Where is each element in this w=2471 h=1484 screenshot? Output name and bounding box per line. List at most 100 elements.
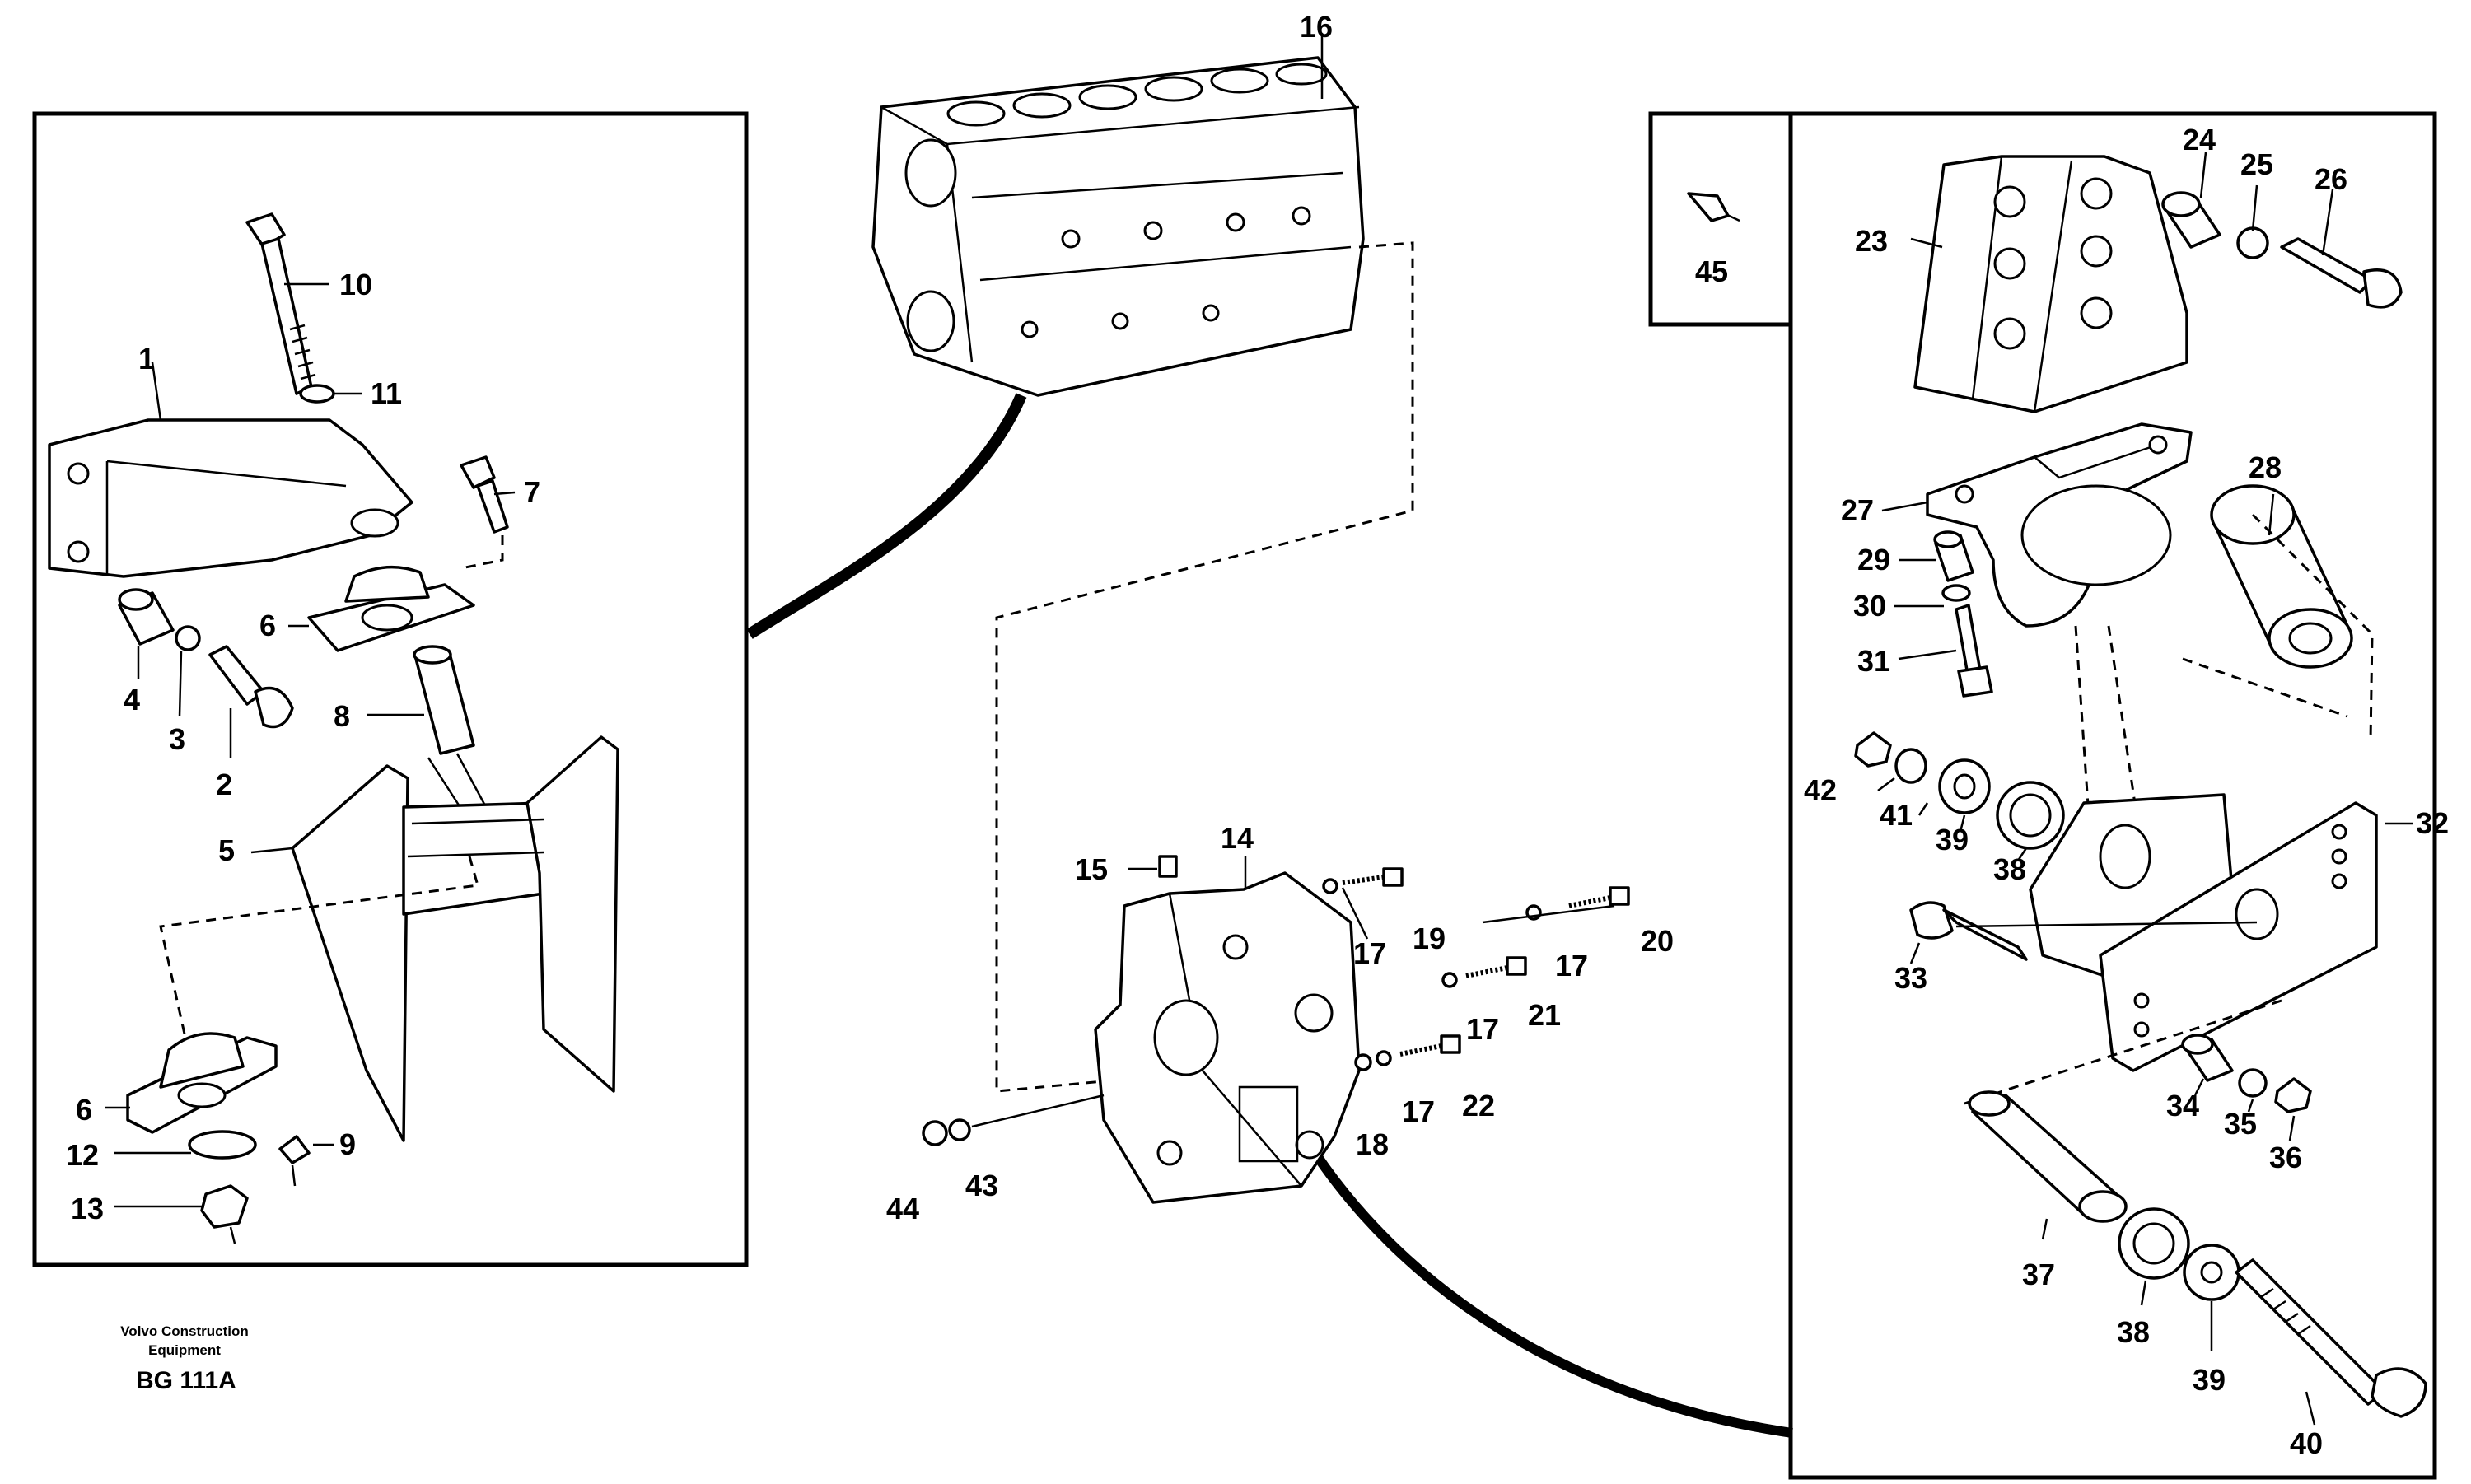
- flywheel-housing-part: [1094, 871, 1361, 1204]
- label-36: 36: [2269, 1141, 2302, 1174]
- bolt-26: [2280, 237, 2403, 309]
- label-37: 37: [2022, 1258, 2055, 1291]
- washer-3: [175, 625, 201, 651]
- leaders-38-39-41-42: [1877, 777, 2028, 861]
- rubber-bushing-28: [2210, 484, 2353, 669]
- washer-41: [1894, 748, 1927, 784]
- nut-36: [2274, 1077, 2312, 1113]
- rubber-mount-6-lower: [126, 1032, 278, 1134]
- spacer-29: [1933, 530, 1974, 582]
- leader-33: [1909, 942, 1921, 964]
- bolt-10: [245, 212, 316, 395]
- bolt-33: [1909, 901, 2258, 961]
- label-8: 8: [334, 699, 350, 733]
- label-24: 24: [2183, 123, 2216, 156]
- bracket-32: [2029, 793, 2378, 1072]
- nut-13: [200, 1184, 249, 1229]
- nut-42: [1854, 731, 1892, 768]
- dashed-28: [2251, 513, 2374, 742]
- label-30: 30: [1853, 589, 1886, 623]
- label-15: 15: [1075, 852, 1108, 886]
- bolt-31: [1955, 604, 1993, 698]
- bolt-19: [1322, 867, 1404, 894]
- washer-30: [1941, 584, 1971, 602]
- washer-25: [2236, 226, 2269, 259]
- label-21: 21: [1528, 998, 1561, 1032]
- dashed-7: [460, 535, 504, 570]
- bushing-34: [2181, 1034, 2234, 1082]
- leaders-9-12-13: [114, 1143, 334, 1244]
- label-11: 11: [371, 376, 402, 410]
- label-41: 41: [1880, 798, 1913, 832]
- mount-bracket-27: [1926, 422, 2193, 628]
- leader-37: [2041, 1218, 2048, 1240]
- connector-curve-right: [1305, 1141, 1793, 1438]
- label-6a: 6: [259, 609, 276, 642]
- label-9: 9: [339, 1127, 356, 1161]
- drawing-code: BG 111A: [136, 1367, 236, 1394]
- bracket-23-holes: [1993, 177, 2113, 350]
- bolt-20: [1525, 886, 1630, 921]
- label-26: 26: [2315, 162, 2347, 196]
- label-3: 3: [169, 722, 185, 756]
- dashed-37: [1964, 999, 2282, 1105]
- leaders-34-35-36: [2193, 1078, 2296, 1141]
- label-2: 2: [216, 768, 232, 801]
- bushing-38-upper: [1996, 781, 2065, 850]
- label-10: 10: [339, 268, 372, 301]
- label-35: 35: [2224, 1107, 2257, 1141]
- label-43: 43: [965, 1169, 998, 1202]
- leaders-29-30-31: [1894, 558, 1957, 660]
- label-25: 25: [2240, 147, 2273, 181]
- label-18: 18: [1356, 1127, 1389, 1161]
- clip-45-tail: [1725, 212, 1740, 222]
- label-16: 16: [1300, 10, 1333, 44]
- bracket-23: [1913, 155, 2188, 413]
- washer-11: [299, 384, 335, 404]
- engine-block-part: [871, 56, 1365, 397]
- company-line-1: Volvo Construction: [120, 1323, 249, 1339]
- leader-17a: [1341, 887, 1369, 940]
- leaders-38-39-lower: [2140, 1280, 2213, 1351]
- company-caption: Volvo Construction Equipment: [110, 1322, 259, 1360]
- dashed-5: [159, 856, 479, 1038]
- frame-member-5: [291, 735, 619, 1142]
- connector-curve-left: [746, 393, 1027, 639]
- label-39b: 39: [2193, 1363, 2226, 1397]
- label-33: 33: [1894, 961, 1927, 995]
- bolt-22: [1354, 1034, 1461, 1071]
- label-7: 7: [524, 475, 540, 509]
- pin-15: [1158, 855, 1178, 878]
- bolt-2: [208, 645, 294, 729]
- label-38a: 38: [1993, 852, 2026, 886]
- washer-nut-43-44: [922, 1094, 1105, 1146]
- label-20: 20: [1641, 924, 1674, 958]
- label-14: 14: [1221, 821, 1254, 855]
- label-17b: 17: [1555, 949, 1588, 982]
- label-45: 45: [1695, 254, 1728, 288]
- clip-9: [278, 1135, 311, 1164]
- label-4: 4: [124, 683, 140, 716]
- sleeve-37: [1968, 1090, 2128, 1223]
- rubber-mount-6-upper: [307, 565, 475, 652]
- cylinder-bores: [946, 63, 1328, 127]
- label-31: 31: [1857, 644, 1890, 678]
- bushing-38-lower: [2118, 1207, 2190, 1280]
- label-34: 34: [2166, 1089, 2199, 1122]
- washer-39-upper: [1938, 758, 1991, 814]
- label-22: 22: [1462, 1089, 1495, 1122]
- part-number-labels: 16 1 10 11 7 6 4 3 2 8 5 6 12 9 13 14 15…: [66, 10, 2449, 1460]
- leader-5: [250, 847, 293, 854]
- label-17a: 17: [1353, 936, 1386, 970]
- bracket-1: [48, 418, 413, 578]
- label-12: 12: [66, 1138, 99, 1172]
- label-6b: 6: [76, 1093, 92, 1127]
- company-line-2: Equipment: [148, 1342, 221, 1358]
- leader-23: [1910, 237, 1943, 249]
- leader-40: [2305, 1391, 2316, 1426]
- label-13: 13: [71, 1192, 104, 1225]
- label-27: 27: [1841, 493, 1874, 527]
- label-28: 28: [2249, 450, 2282, 484]
- bolt-40: [2235, 1258, 2427, 1418]
